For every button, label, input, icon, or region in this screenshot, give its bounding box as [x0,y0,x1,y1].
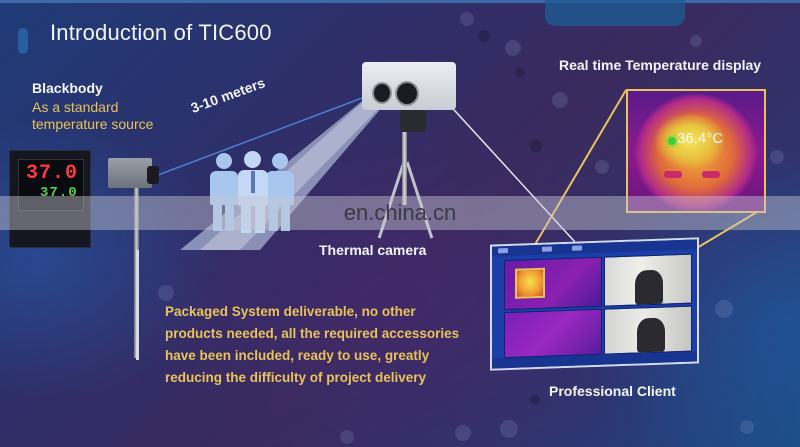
thermal-face-image: 36.4°C [626,89,766,213]
thermal-camera-label: Thermal camera [319,242,427,258]
camera-mount [400,110,426,132]
watermark-band [0,196,800,230]
bokeh-dot [690,35,702,47]
visible-feed-1 [604,253,692,307]
description-line: have been included, ready to use, greatl… [165,348,430,363]
face-detection-box [515,267,545,299]
bokeh-dot [478,30,490,42]
bokeh-dot [500,420,518,438]
temperature-reading: 36.4°C [677,130,724,147]
package-description: Packaged System deliverable, no other pr… [165,301,495,389]
title-decoration [18,28,28,54]
blackbody-controller: 37.0 37.0 [9,150,91,248]
bokeh-dot [552,92,568,108]
visible-feed-2 [604,305,692,355]
slide-title: Introduction of TIC600 [50,20,272,45]
description-line: Packaged System deliverable, no other [165,304,416,319]
thermal-eye [702,171,720,178]
measure-point-icon [668,137,676,145]
controller-sv-value: 37.0 [40,185,78,201]
blackbody-source [108,158,152,188]
blackbody-subtitle-line1: As a standard [32,99,119,115]
bokeh-dot [455,425,471,441]
bokeh-dot [530,395,540,405]
client-tab [542,246,552,252]
client-tab [572,245,582,251]
bokeh-dot [715,300,733,318]
thermal-feed-2 [504,308,602,359]
people-icon [210,151,300,233]
bokeh-dot [515,68,525,78]
blackbody-aperture [147,166,159,184]
controller-display [18,159,84,211]
blackbody-subtitle-line2: temperature source [32,116,154,132]
blackbody-stand-highlight [136,250,139,360]
distance-label: 3-10 meters [188,74,268,116]
bokeh-dot [158,285,174,301]
camera-lens-thermal [395,81,419,106]
bokeh-dot [530,140,542,152]
blackbody-title: Blackbody [32,80,103,96]
description-line: products needed, all the required access… [165,326,460,341]
top-decoration [545,0,685,26]
watermark-text: en.china.cn [343,200,457,225]
professional-client-label: Professional Client [549,383,676,399]
bokeh-dot [460,12,474,26]
camera-lens-visible [372,82,392,104]
person-figure [637,317,665,353]
person-figure [635,269,663,305]
bokeh-dot [595,160,609,174]
bokeh-dot [770,150,784,164]
client-monitor [490,237,699,371]
top-accent-bar [0,0,800,3]
thermal-eye [664,171,682,178]
bokeh-dot [505,40,521,56]
description-line: reducing the difficulty of project deliv… [165,370,427,385]
blackbody-subtitle: As a standard temperature source [32,99,192,133]
thermal-feed-1 [504,256,602,311]
client-tab [498,248,508,254]
bokeh-dot [740,420,754,434]
tripod-column [402,125,407,205]
realtime-display-title: Real time Temperature display [559,57,762,73]
controller-pv-value: 37.0 [26,162,79,185]
bokeh-dot [340,430,354,444]
